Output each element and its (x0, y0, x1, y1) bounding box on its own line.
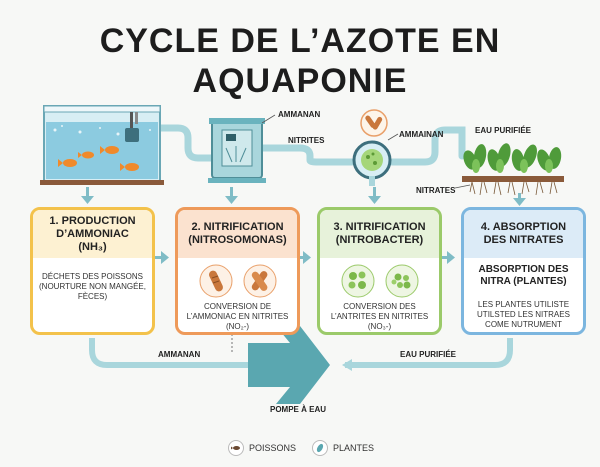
bacteria-icon (243, 264, 276, 298)
down-arrows (81, 187, 526, 206)
card-production-ammoniac: 1. PRODUCTION D’AMMONIAC (NH₃) DÉCHETS D… (30, 207, 155, 335)
card-3-title-l1: 3. NITRIFICATION (333, 221, 426, 233)
bacteria-icon (341, 264, 374, 298)
legend-label-plantes: PLANTES (333, 443, 375, 453)
legend-label-poissons: POISSONS (249, 443, 297, 453)
card-1-body: DÉCHETS DES POISSONS (NOURTURE NON MANGÉ… (39, 272, 146, 301)
filter-unit (208, 118, 266, 183)
legend-item-plantes: PLANTES (312, 440, 374, 456)
return-pipes (89, 338, 513, 368)
pipes (156, 124, 466, 166)
card-1-title-l3: (NH₃) (78, 240, 107, 253)
card-3-icons (320, 258, 439, 298)
fish-icon (58, 146, 139, 171)
fish-icon (228, 440, 244, 456)
pipe-tank-filter (156, 124, 216, 162)
biofilter (352, 140, 392, 186)
bacteria-icon (199, 264, 232, 298)
card-3-title-l2: (NITROBACTER) (335, 234, 424, 246)
card-2-header: 2. NITRIFICATION (NITROSOMONAS) (178, 210, 297, 258)
card-4-title-l1: 4. ABSORPTION (480, 221, 567, 233)
pipe-biofilter-plants (388, 126, 466, 166)
label-nitrates: NITRATES (416, 186, 456, 195)
card-2-body: CONVERSION DE L’AMMONIAC EN NITRITES (NO… (186, 302, 289, 331)
card-1-title-l1: 1. PRODUCTION (49, 214, 136, 227)
card-4-subtitle: ABSORPTION DES NITRA (PLANTES) (478, 264, 569, 287)
label-pompe: POMPE À EAU (270, 405, 327, 414)
card-4-title-l2: DES NITRATES (483, 234, 564, 246)
pump-arrow (248, 326, 330, 404)
card-1-header: 1. PRODUCTION D’AMMONIAC (NH₃) (33, 210, 152, 258)
bacteria-icon (360, 109, 388, 137)
bacteria-icon (385, 264, 418, 298)
label-eau-purifiee-top: EAU PURIFIÉE (475, 126, 532, 135)
card-2-title-l2: (NITROSOMONAS) (188, 234, 287, 246)
fish-tank (40, 105, 164, 185)
title-line-1: CYCLE DE L’AZOTE EN (99, 22, 501, 60)
plant-bed (454, 143, 564, 196)
label-ammainan: AMMAINAN (399, 130, 444, 139)
card-2-title-l1: 2. NITRIFICATION (191, 221, 284, 233)
card-nitrification-nitrosomonas: 2. NITRIFICATION (NITROSOMONAS) CONVERSI… (175, 207, 300, 335)
card-1-title-l2: D’AMMONIAC (56, 227, 129, 240)
return-arrow-left-head (342, 359, 352, 371)
card-4-header: 4. ABSORPTION DES NITRATES (464, 210, 583, 258)
card-3-body: CONVERSION DES L’ANTRITES EN NITRITES (N… (330, 302, 429, 331)
card-2-icons (178, 258, 297, 298)
leaf-icon (312, 440, 328, 456)
card-4-body: LES PLANTES UTILISTE UTILSTED LES NITRAE… (477, 300, 570, 329)
label-eau-purifiee-bottom: EAU PURIFIÉE (400, 350, 457, 359)
title-line-2: AQUAPONIE (192, 62, 408, 100)
label-ammanan-top: AMMANAN (278, 110, 321, 119)
label-nitrites: NITRITES (288, 136, 325, 145)
legend-item-poissons: POISSONS (228, 440, 296, 456)
pipe-filter-biofilter (258, 144, 356, 166)
card-absorption-nitrates: 4. ABSORPTION DES NITRATES ABSORPTION DE… (461, 207, 586, 335)
label-ammanan-bottom: AMMANAN (158, 350, 201, 359)
card-3-header: 3. NITRIFICATION (NITROBACTER) (320, 210, 439, 258)
card-nitrification-nitrobacter: 3. NITRIFICATION (NITROBACTER) CONVERSIO… (317, 207, 442, 335)
